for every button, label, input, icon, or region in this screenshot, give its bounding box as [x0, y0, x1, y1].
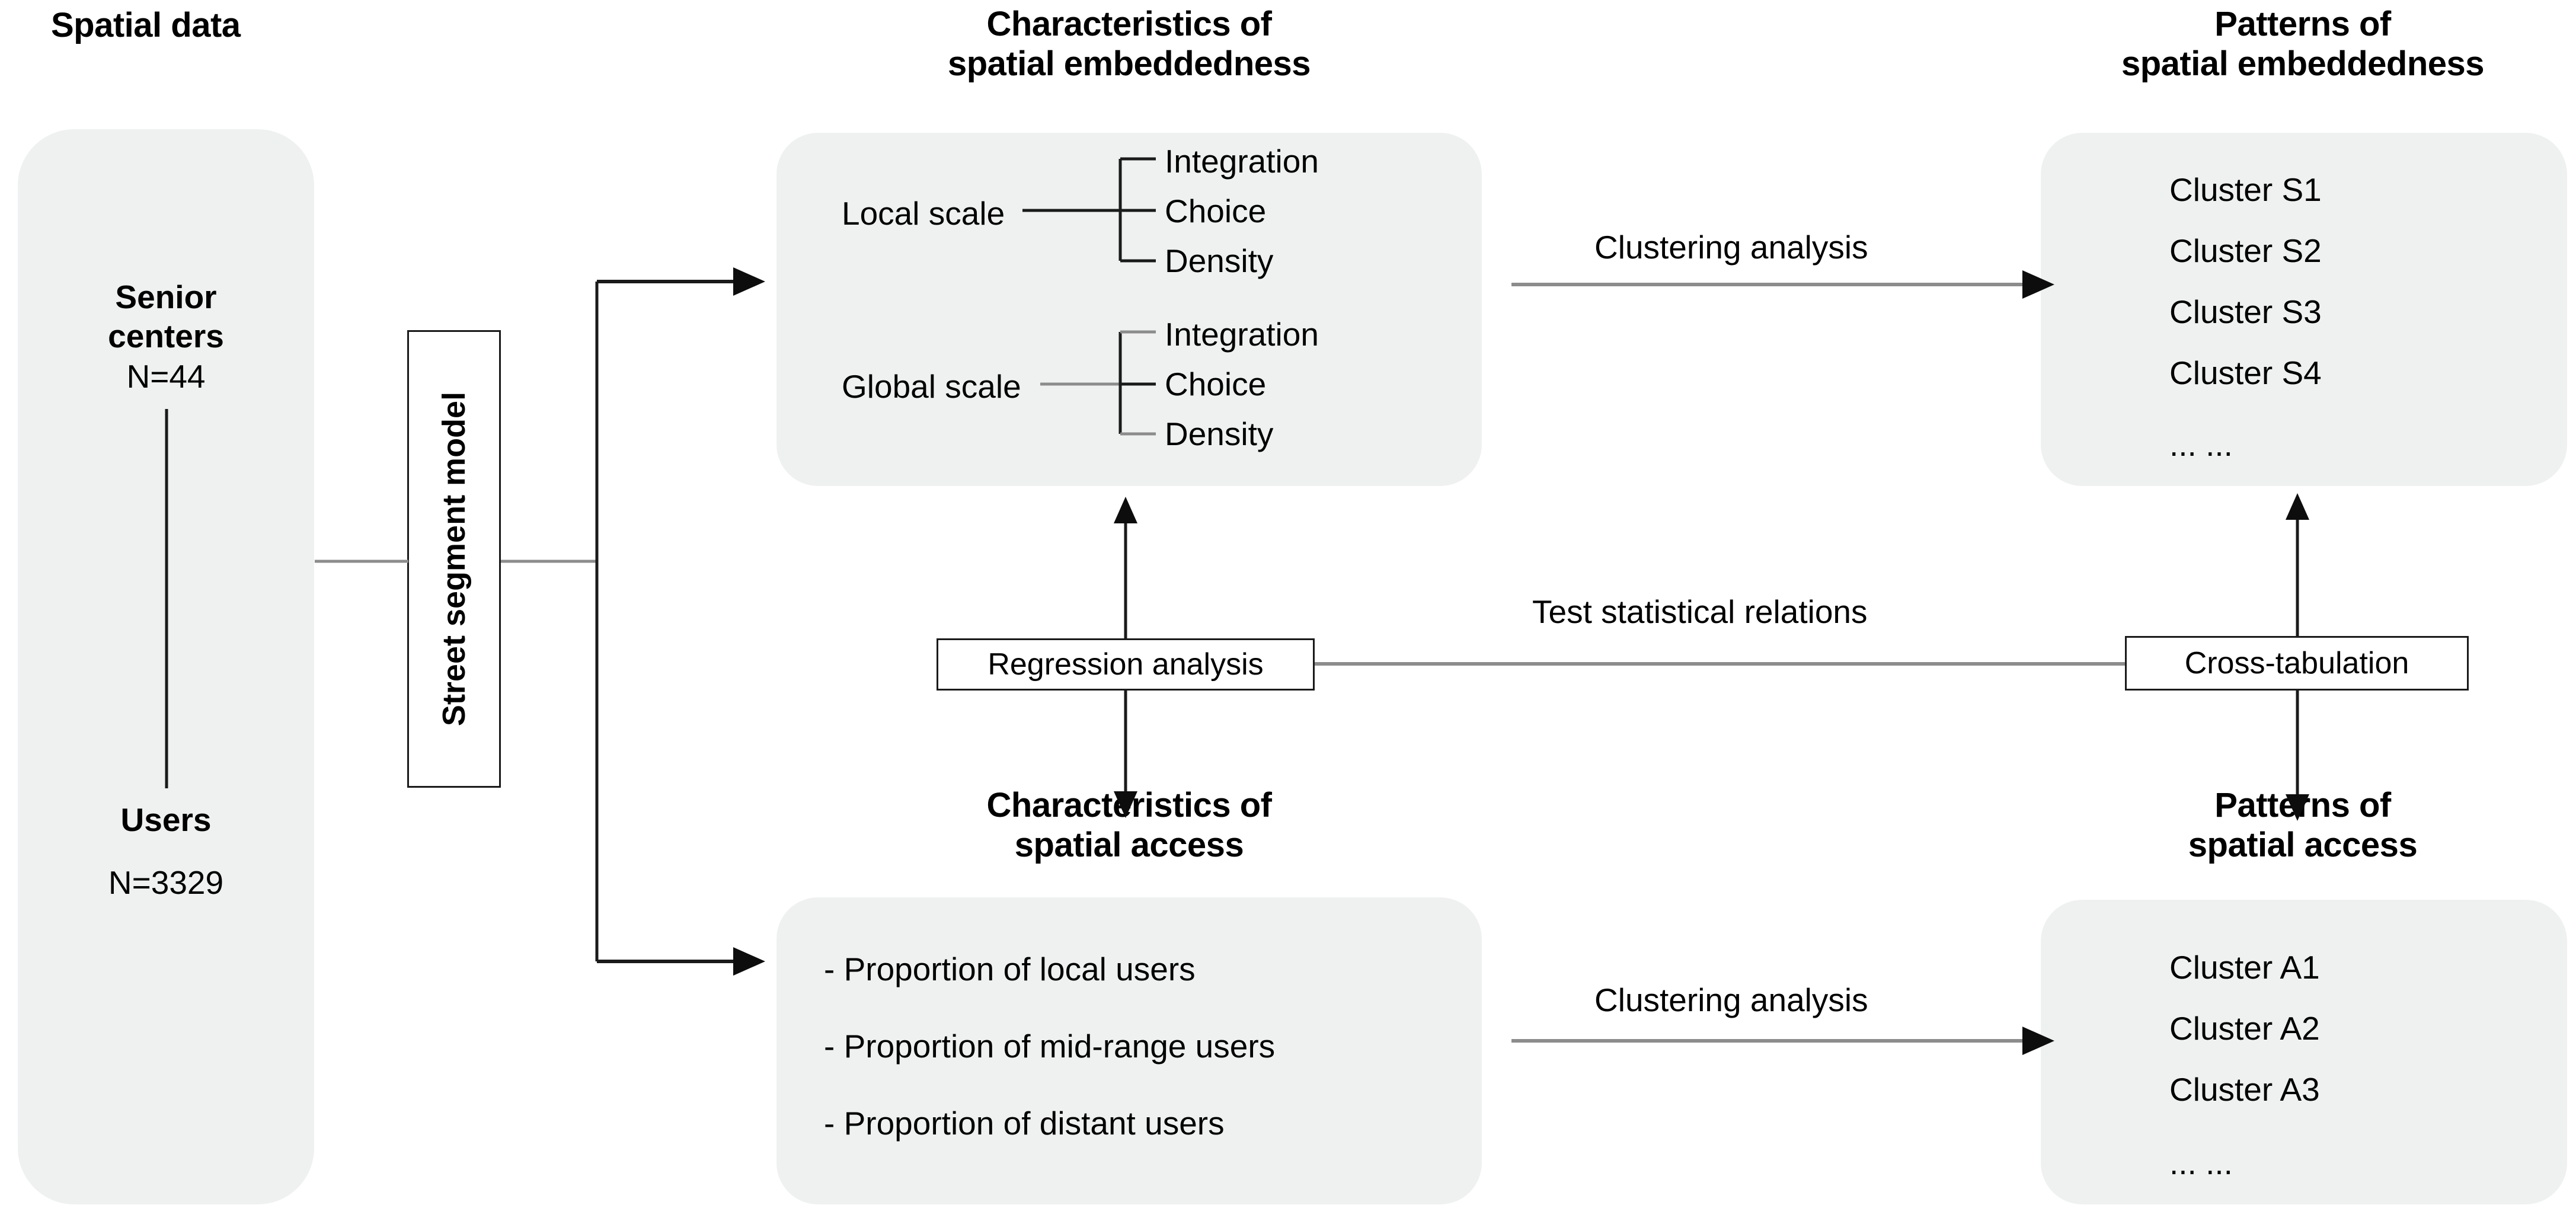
global-metric-integration: Integration	[1165, 316, 1319, 353]
users-label: Users	[120, 801, 212, 838]
access-item-distant: - Proportion of distant users	[824, 1105, 1225, 1142]
edge-label-clustering-top: Clustering analysis	[1594, 229, 1868, 266]
characteristics-access-panel	[776, 897, 1482, 1204]
cross-tabulation-label: Cross-tabulation	[2184, 646, 2409, 680]
patterns-access-ellipsis: ... ...	[2169, 1145, 2233, 1181]
global-scale-label: Global scale	[842, 368, 1021, 405]
column-title-spatial-data: Spatial data	[51, 6, 241, 44]
cluster-s3: Cluster S3	[2169, 293, 2322, 330]
patterns-embeddedness-panel	[2041, 133, 2567, 486]
cluster-s1: Cluster S1	[2169, 171, 2322, 208]
access-item-local: - Proportion of local users	[824, 951, 1196, 987]
regression-analysis-label: Regression analysis	[987, 647, 1264, 682]
local-scale-label: Local scale	[842, 195, 1005, 232]
senior-centers-count: N=44	[126, 358, 206, 395]
street-segment-model-box[interactable]: Street segment model	[407, 330, 501, 788]
local-metric-integration: Integration	[1165, 143, 1319, 180]
regression-analysis-box[interactable]: Regression analysis	[937, 638, 1315, 691]
cluster-a2: Cluster A2	[2169, 1010, 2320, 1047]
access-item-mid-range: - Proportion of mid-range users	[824, 1028, 1276, 1065]
column-title-patterns-access: Patterns of spatial access	[2188, 786, 2418, 864]
cross-tabulation-box[interactable]: Cross-tabulation	[2125, 636, 2469, 691]
edge-label-clustering-bottom: Clustering analysis	[1594, 982, 1868, 1018]
column-title-characteristics-embeddedness: Characteristics of spatial embeddedness	[947, 5, 1311, 83]
edge-label-test-statistical-relations: Test statistical relations	[1532, 593, 1868, 630]
local-metric-choice: Choice	[1165, 193, 1267, 229]
cluster-s2: Cluster S2	[2169, 232, 2322, 269]
cluster-s4: Cluster S4	[2169, 354, 2322, 391]
column-title-patterns-embeddedness: Patterns of spatial embeddedness	[2121, 5, 2485, 83]
users-count: N=3329	[108, 864, 224, 901]
global-metric-choice: Choice	[1165, 366, 1267, 402]
cluster-a3: Cluster A3	[2169, 1071, 2320, 1108]
global-metric-density: Density	[1165, 415, 1274, 452]
column-title-characteristics-access: Characteristics of spatial access	[986, 786, 1272, 864]
local-metric-density: Density	[1165, 242, 1274, 279]
senior-centers-label: Senior centers	[108, 279, 224, 354]
street-segment-model-label: Street segment model	[436, 391, 472, 727]
patterns-embeddedness-ellipsis: ... ...	[2169, 426, 2233, 463]
characteristics-embeddedness-panel	[776, 133, 1482, 486]
cluster-a1: Cluster A1	[2169, 949, 2320, 986]
patterns-access-panel	[2041, 900, 2567, 1204]
